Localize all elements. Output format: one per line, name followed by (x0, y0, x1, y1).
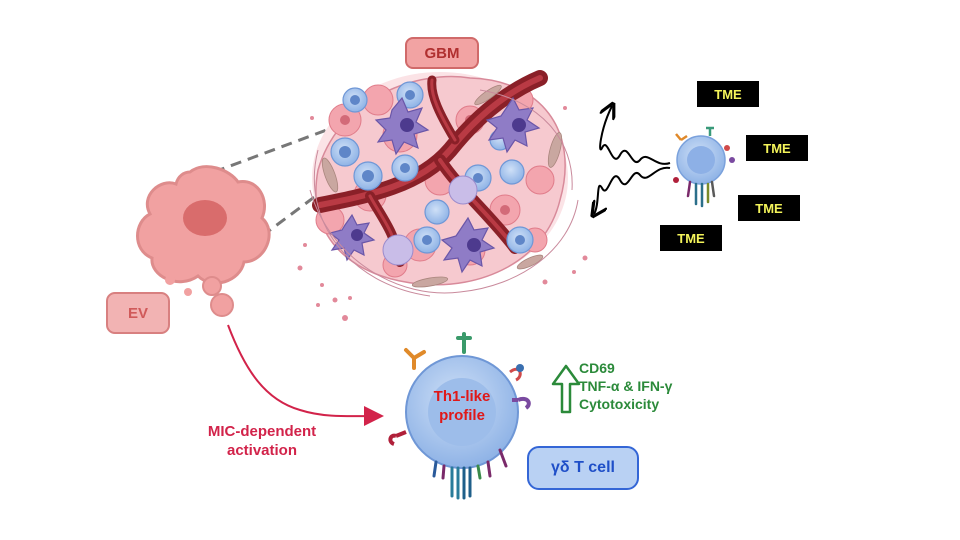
tme-label: TME (738, 195, 800, 221)
small-gd-t-cell-icon (673, 126, 735, 208)
marker-list: CD69 TNF-α & IFN-γ Cytotoxicity (579, 359, 672, 413)
profile-line-1: Th1-like (433, 388, 491, 405)
activation-text: MIC-dependent activation (182, 422, 342, 460)
activation-line-1: MIC-dependent (207, 423, 317, 440)
tme-label: TME (660, 225, 722, 251)
upregulation-arrow-icon (551, 364, 581, 414)
profile-line-2: profile (439, 407, 485, 424)
ev-label: EV (106, 292, 170, 334)
gd-t-cell-label: γδ T cell (527, 446, 639, 490)
tme-label: TME (697, 81, 759, 107)
wavy-arrow-icon (594, 106, 671, 214)
marker-cytotoxicity: Cytotoxicity (579, 396, 660, 412)
activation-line-2: activation (226, 442, 298, 459)
th1-profile-text: Th1-like profile (417, 387, 507, 425)
extracellular-vesicle-icon (136, 165, 271, 317)
marker-cd69: CD69 (579, 360, 615, 376)
activation-arrow (227, 324, 384, 427)
zoom-lines (213, 123, 349, 238)
gd-t-cell-icon (388, 332, 531, 500)
gbm-tissue-icon (297, 70, 588, 321)
tme-label: TME (746, 135, 808, 161)
marker-cytokines: TNF-α & IFN-γ (579, 378, 673, 394)
gbm-label: GBM (405, 37, 479, 69)
